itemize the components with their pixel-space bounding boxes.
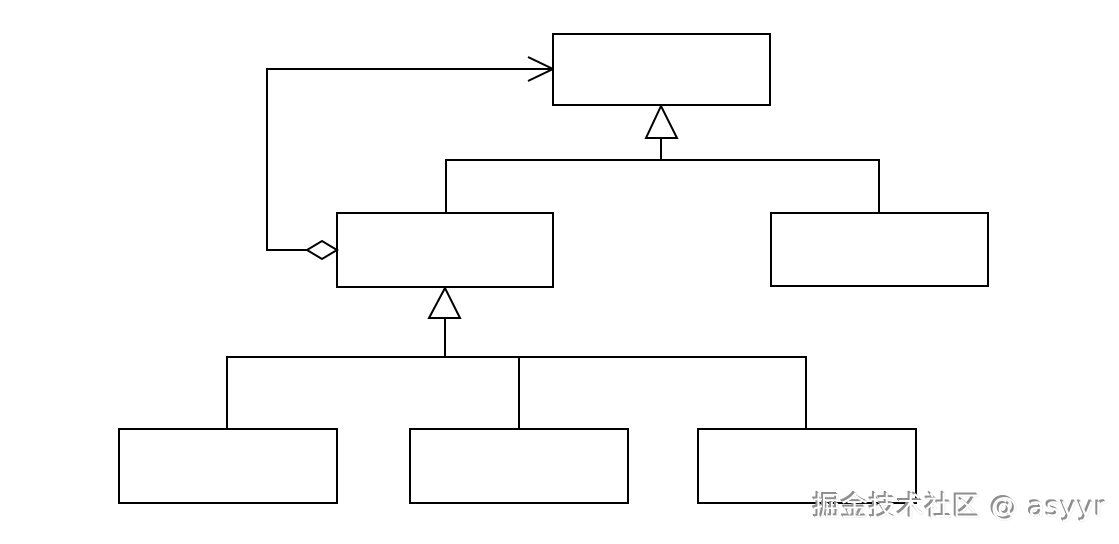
lower-inheritance-rail <box>226 356 807 429</box>
hollow-diamond-icon <box>305 239 339 261</box>
mid-right-box <box>770 212 989 287</box>
bottom-left-box <box>118 428 338 504</box>
watermark: 掘金技术社区 @ asyyr <box>813 492 1107 523</box>
bottom-right-box <box>697 428 917 504</box>
mid-left-box <box>336 212 554 288</box>
top-box <box>552 33 771 106</box>
hollow-triangle-mid-icon <box>427 285 462 319</box>
aggregation-elbow-line <box>266 68 553 251</box>
bottom-middle-box <box>409 428 629 504</box>
hollow-triangle-top-icon <box>644 103 679 139</box>
top-inheritance-rail <box>445 159 880 213</box>
